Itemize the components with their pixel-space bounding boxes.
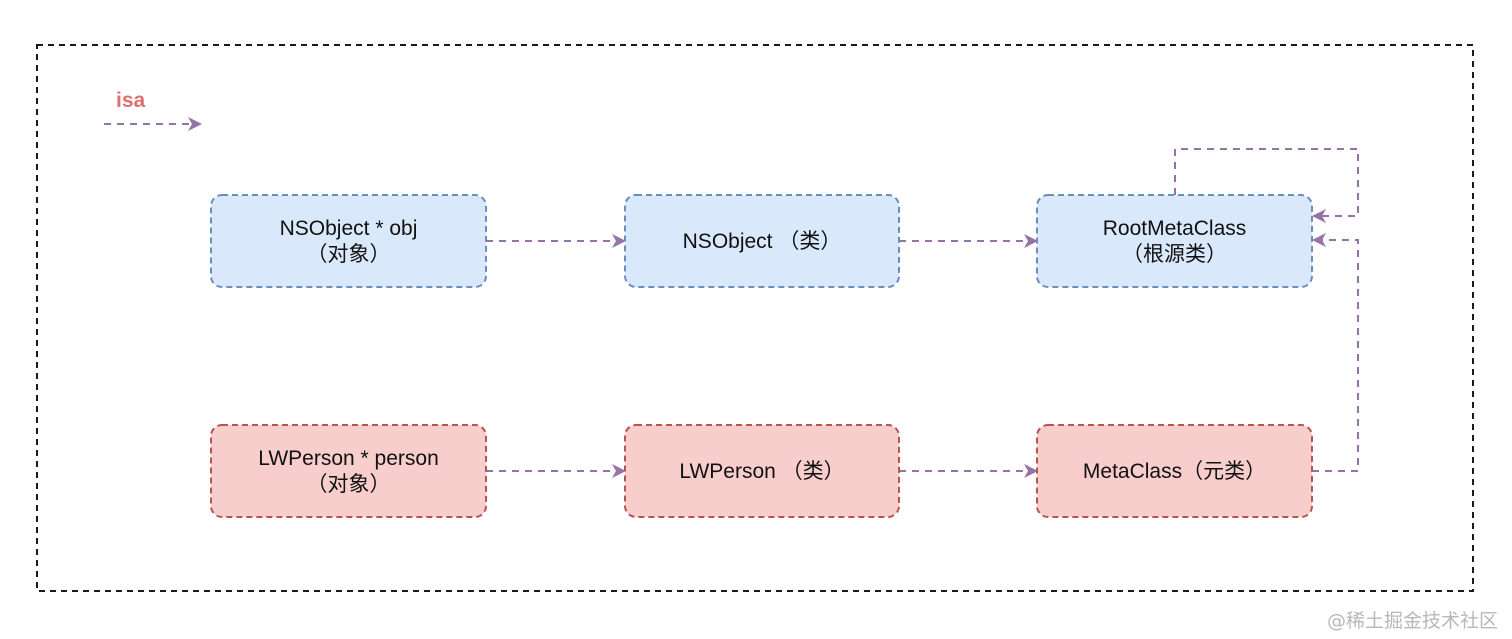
outer-frame [36,44,1474,592]
isa-edges [486,148,1359,478]
node-label-root-meta-class-line-1: RootMetaClass [1103,217,1247,240]
node-nsobject-class: NSObject （类） [624,194,900,288]
node-root-meta-class: RootMetaClass （根源类） [1036,194,1313,288]
node-nsobject-instance: NSObject * obj （对象） [210,194,487,288]
node-label-nsobject-instance-line-1: NSObject * obj [280,217,418,240]
node-box-lwperson-instance [210,424,487,518]
isa-edge-root-meta-class-to-root-meta-class [1174,148,1359,223]
node-meta-class: MetaClass（元类） [1036,424,1313,518]
node-lwperson-class: LWPerson （类） [624,424,900,518]
diagram-nodes: NSObject * obj （对象） NSObject （类） RootMetaCl… [210,194,1313,518]
node-lwperson-instance: LWPerson * person （对象） [210,424,487,518]
node-box-lwperson-class [624,424,900,518]
legend-label: isa [116,89,146,112]
legend: isa [104,89,202,131]
node-label-meta-class-line-1: MetaClass（元类） [1083,460,1266,483]
node-label-root-meta-class-line-2: （根源类） [1122,243,1227,266]
node-label-nsobject-instance-line-2: （对象） [307,243,391,266]
watermark: @稀土掘金技术社区 [1326,610,1498,632]
node-label-nsobject-class-line-1: NSObject （类） [683,230,842,253]
node-label-lwperson-instance-line-2: （对象） [307,473,391,496]
node-box-nsobject-class [624,194,900,288]
node-box-nsobject-instance [210,194,487,288]
node-box-meta-class [1036,424,1313,518]
node-label-lwperson-instance-line-1: LWPerson * person [258,447,439,470]
node-box-root-meta-class [1036,194,1313,288]
isa-edge-meta-class-to-root-meta-class [1312,233,1359,472]
node-label-lwperson-class-line-1: LWPerson （类） [679,460,844,483]
